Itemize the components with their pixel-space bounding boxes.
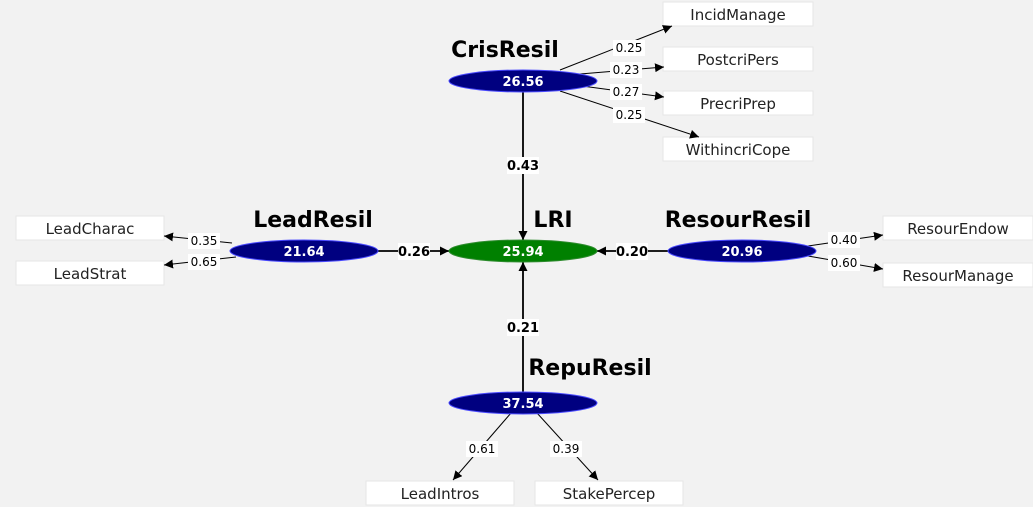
svg-text:IncidManage: IncidManage bbox=[690, 6, 785, 24]
svg-text:CrisResil: CrisResil bbox=[451, 38, 559, 63]
loading-label-leadintros: 0.61 bbox=[466, 441, 498, 457]
svg-text:0.61: 0.61 bbox=[469, 442, 496, 456]
indicator-leadintros: LeadIntros bbox=[365, 480, 515, 506]
svg-text:0.35: 0.35 bbox=[191, 234, 218, 248]
indicator-leadcharac: LeadCharac bbox=[15, 215, 165, 241]
node-lri: 25.94 LRI bbox=[448, 208, 598, 263]
indicator-withincricope: WithincriCope bbox=[662, 136, 814, 162]
svg-text:LeadResil: LeadResil bbox=[253, 208, 373, 233]
svg-text:21.64: 21.64 bbox=[283, 245, 324, 260]
loading-label-leadcharac: 0.35 bbox=[188, 233, 220, 249]
svg-text:0.43: 0.43 bbox=[507, 159, 539, 174]
loading-label-precriprep: 0.27 bbox=[610, 84, 642, 100]
indicator-resourmanage: ResourManage bbox=[882, 262, 1033, 288]
svg-text:ResourManage: ResourManage bbox=[902, 267, 1013, 285]
svg-text:StakePercep: StakePercep bbox=[563, 485, 656, 503]
svg-text:0.65: 0.65 bbox=[191, 255, 218, 269]
svg-text:0.25: 0.25 bbox=[616, 108, 643, 122]
loading-label-withincricope: 0.25 bbox=[613, 107, 645, 123]
svg-text:0.60: 0.60 bbox=[831, 256, 858, 270]
loading-label-leadstrat: 0.65 bbox=[188, 254, 220, 270]
loading-label-incidmanage: 0.25 bbox=[613, 40, 645, 56]
path-coef-label-cris: 0.43 bbox=[507, 157, 539, 174]
svg-text:0.40: 0.40 bbox=[831, 233, 858, 247]
svg-text:0.26: 0.26 bbox=[398, 245, 430, 260]
node-repuresil: 37.54 RepuResil bbox=[448, 356, 652, 415]
indicator-resourendow: ResourEndow bbox=[882, 215, 1033, 241]
indicator-postcripers: PostcriPers bbox=[662, 46, 814, 72]
path-coef-label-resour: 0.20 bbox=[616, 243, 648, 260]
svg-text:LeadStrat: LeadStrat bbox=[54, 265, 127, 283]
path-coef-label-repu: 0.21 bbox=[507, 319, 539, 336]
svg-text:37.54: 37.54 bbox=[502, 397, 543, 412]
svg-text:LeadCharac: LeadCharac bbox=[46, 220, 135, 238]
svg-text:26.56: 26.56 bbox=[502, 75, 543, 90]
loading-label-stakepercep: 0.39 bbox=[550, 441, 582, 457]
svg-text:ResourResil: ResourResil bbox=[665, 208, 812, 233]
svg-text:20.96: 20.96 bbox=[721, 245, 762, 260]
svg-text:0.21: 0.21 bbox=[507, 321, 539, 336]
svg-text:25.94: 25.94 bbox=[502, 245, 543, 260]
svg-text:WithincriCope: WithincriCope bbox=[686, 141, 791, 159]
svg-text:PostcriPers: PostcriPers bbox=[697, 51, 779, 69]
indicator-stakepercep: StakePercep bbox=[534, 480, 684, 506]
node-crisresil: 26.56 CrisResil bbox=[448, 38, 598, 93]
node-leadresil: 21.64 LeadResil bbox=[229, 208, 379, 263]
svg-text:LRI: LRI bbox=[533, 208, 572, 233]
indicator-leadstrat: LeadStrat bbox=[15, 260, 165, 286]
svg-text:LeadIntros: LeadIntros bbox=[401, 485, 480, 503]
node-resourresil: 20.96 ResourResil bbox=[665, 208, 817, 263]
svg-text:0.25: 0.25 bbox=[616, 41, 643, 55]
svg-text:PrecriPrep: PrecriPrep bbox=[700, 95, 776, 113]
svg-text:0.27: 0.27 bbox=[613, 85, 640, 99]
svg-text:ResourEndow: ResourEndow bbox=[907, 220, 1009, 238]
loading-label-postcripers: 0.23 bbox=[610, 62, 642, 78]
svg-text:RepuResil: RepuResil bbox=[528, 356, 651, 381]
svg-text:0.23: 0.23 bbox=[613, 63, 640, 77]
indicator-incidmanage: IncidManage bbox=[662, 1, 814, 27]
loading-label-resourendow: 0.40 bbox=[828, 232, 860, 248]
svg-text:0.39: 0.39 bbox=[553, 442, 580, 456]
svg-text:0.20: 0.20 bbox=[616, 245, 648, 260]
path-coef-label-lead: 0.26 bbox=[398, 243, 430, 260]
loading-label-resourmanage: 0.60 bbox=[828, 255, 860, 271]
indicator-precriprep: PrecriPrep bbox=[662, 90, 814, 116]
